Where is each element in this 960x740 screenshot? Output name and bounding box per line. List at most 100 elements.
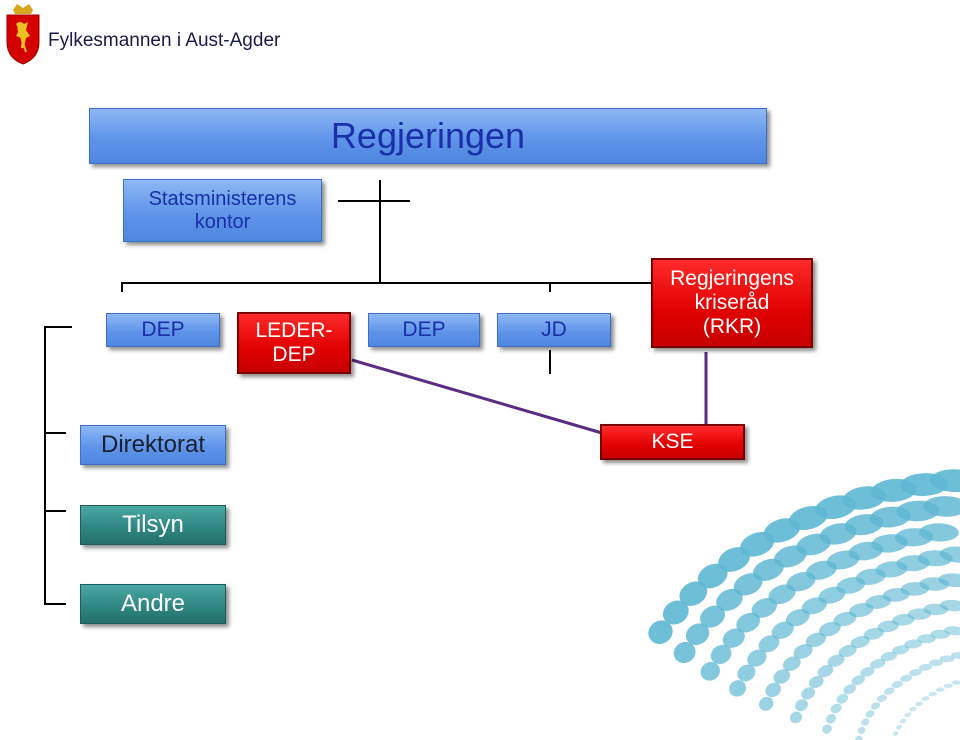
decor-dot — [836, 693, 849, 704]
decor-dot — [935, 687, 945, 692]
connector-line — [121, 282, 123, 292]
government-box: Regjeringen — [89, 108, 767, 164]
decor-dot — [860, 666, 875, 677]
decor-dot — [855, 735, 863, 740]
connector-line — [121, 282, 710, 284]
decor-dot — [710, 644, 732, 665]
decor-dot — [662, 600, 689, 625]
decor-dot — [883, 687, 895, 695]
decor-dot — [817, 664, 834, 678]
decor-dot — [917, 634, 936, 644]
decor-dot — [697, 563, 728, 589]
decor-dot — [771, 621, 794, 639]
decor-dot — [718, 547, 751, 572]
decor-dot — [758, 635, 780, 653]
connector-line — [44, 603, 66, 605]
connector-line — [338, 200, 410, 202]
decor-dot — [870, 702, 881, 710]
decor-dot — [733, 573, 763, 596]
decor-dot — [851, 675, 865, 686]
decor-dot — [876, 694, 888, 702]
decor-dot — [857, 726, 866, 734]
decor-dot — [751, 598, 778, 618]
decor-dot — [921, 696, 930, 701]
decor-dot — [939, 655, 955, 663]
decor-dot — [929, 659, 944, 667]
decor-dot — [909, 706, 917, 712]
decor-dot — [729, 680, 747, 697]
connector-line — [44, 510, 66, 512]
decor-dot — [915, 701, 923, 707]
decor-dot — [904, 639, 923, 649]
decor-dot — [893, 731, 899, 736]
rkr-box: Regjeringens kriseråd (RKR) — [651, 258, 813, 348]
decor-dot — [950, 652, 960, 659]
decor-dot — [923, 496, 960, 517]
decor-dot — [793, 644, 813, 659]
decor-dot — [863, 627, 884, 640]
decor-dot — [801, 597, 828, 615]
decor-dot — [943, 683, 953, 689]
decor-dot — [951, 680, 960, 685]
decor-dot — [773, 669, 791, 684]
decor-dot — [685, 623, 710, 646]
decor-dot — [939, 599, 960, 612]
decor-dot — [789, 711, 803, 724]
decor-dot — [785, 609, 810, 627]
decor-dot — [801, 687, 816, 700]
decor-dot — [904, 712, 911, 718]
decor-dot — [700, 605, 725, 628]
leader-dep-box: LEDER-DEP — [237, 312, 351, 374]
dep-box-2: DEP — [368, 313, 480, 347]
decor-dot — [930, 469, 960, 493]
norwegian-lion-crest-icon — [6, 4, 40, 65]
decor-dot — [918, 663, 933, 671]
jd-box: JD — [497, 313, 611, 347]
connector-line — [44, 326, 72, 328]
decor-dot — [870, 659, 886, 669]
decor-dot — [700, 661, 721, 681]
inspectorate-box: Tilsyn — [80, 505, 226, 545]
connector-line — [549, 350, 551, 374]
decor-dot — [765, 682, 781, 698]
connector-line — [44, 432, 66, 434]
decor-dot — [825, 713, 837, 724]
decor-dot — [861, 718, 870, 726]
decor-dot — [833, 611, 857, 627]
decor-dot — [673, 641, 696, 664]
decor-dot — [928, 691, 937, 697]
others-box: Andre — [80, 584, 226, 624]
decor-dot — [896, 724, 902, 730]
decor-dot — [938, 573, 960, 588]
decor-dot — [877, 620, 899, 633]
decor-dot — [648, 620, 673, 644]
decor-dot — [892, 645, 910, 655]
connector-line — [44, 326, 46, 604]
decor-dot — [830, 703, 842, 714]
decor-dot — [782, 656, 801, 672]
decor-dot — [737, 664, 756, 682]
decor-dot — [838, 644, 857, 658]
decor-dot — [808, 675, 824, 689]
kse-box: KSE — [600, 424, 745, 460]
decor-dot — [843, 684, 857, 695]
decor-dot — [865, 710, 875, 718]
decor-dot — [736, 612, 761, 633]
decor-dot — [818, 621, 841, 637]
decor-dot — [758, 696, 774, 711]
decor-dot — [768, 584, 796, 605]
decor-dot — [747, 649, 767, 667]
decor-dot — [899, 718, 907, 724]
decor-dot — [944, 626, 960, 636]
connector-line — [379, 180, 381, 284]
decor-dot — [679, 581, 708, 606]
decor-dot — [827, 654, 845, 667]
directorate-box: Direktorat — [80, 425, 226, 465]
dep-box-1: DEP — [106, 313, 220, 347]
connector-line — [549, 282, 551, 292]
org-name: Fylkesmannen i Aust-Agder — [48, 30, 281, 51]
decor-dot — [822, 724, 832, 734]
decor-dot — [930, 629, 950, 639]
decor-dot — [880, 651, 897, 662]
